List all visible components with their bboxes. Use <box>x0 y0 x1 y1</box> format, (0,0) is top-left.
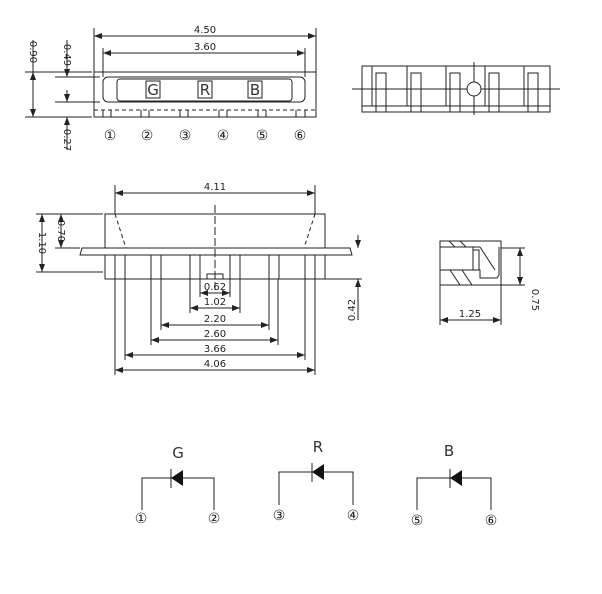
diode-label-r: R <box>313 438 323 456</box>
dim-3-60: 3.60 <box>194 42 216 53</box>
pin-3-label: ③ <box>179 128 192 144</box>
dim-2-20: 2.20 <box>204 314 226 325</box>
dim-0-49: 0.49 <box>61 44 72 66</box>
diode-label-g: G <box>172 444 184 462</box>
dim-4-50: 4.50 <box>194 25 216 36</box>
pin-5-label: ⑤ <box>256 128 269 144</box>
schematic-r: R ③ ④ <box>273 438 360 524</box>
pin-2-label: ② <box>141 128 154 144</box>
dim-1-02: 1.02 <box>204 297 226 308</box>
dim-0-90: 0.90 <box>27 41 38 63</box>
dim-0-70: 0.70 <box>55 220 66 242</box>
dim-4-11: 4.11 <box>204 182 226 193</box>
bottom-view <box>352 62 560 115</box>
letter-g: G <box>147 81 159 99</box>
dim-0-75: 0.75 <box>529 289 540 311</box>
dim-1-25: 1.25 <box>459 309 481 320</box>
letter-r: R <box>200 81 210 99</box>
pin-1-label: ① <box>104 128 117 144</box>
dim-0-62: 0.62 <box>204 282 226 293</box>
pin-6-label: ⑥ <box>485 513 498 529</box>
pin-4-label: ④ <box>347 508 360 524</box>
dim-1-10: 1.10 <box>36 232 47 254</box>
front-view: 4.11 1.10 0.70 0.42 0.62 1.02 2.20 2.60 … <box>36 182 362 375</box>
pin-1-label: ① <box>135 511 148 527</box>
pin-3-label: ③ <box>273 508 286 524</box>
schematic-g: G ① ② <box>135 444 221 527</box>
top-view: G R B 4.50 3.60 0.90 0.49 0.27 ① ② ③ ④ ⑤… <box>25 25 317 151</box>
diode-icon <box>450 470 462 486</box>
diode-label-b: B <box>444 442 454 460</box>
dim-2-60: 2.60 <box>204 329 226 340</box>
pin-2-label: ② <box>208 511 221 527</box>
pin-4-label: ④ <box>217 128 230 144</box>
dim-3-66: 3.66 <box>204 344 226 355</box>
diode-icon <box>312 464 324 480</box>
dim-0-27: 0.27 <box>61 129 72 151</box>
diode-icon <box>171 470 183 486</box>
schematic-b: B ⑤ ⑥ <box>411 442 498 529</box>
letter-b: B <box>250 81 260 99</box>
dim-4-06: 4.06 <box>204 359 226 370</box>
side-view: 1.25 0.75 <box>439 240 540 325</box>
pin-5-label: ⑤ <box>411 513 424 529</box>
dim-0-42: 0.42 <box>347 299 358 321</box>
pin-6-label: ⑥ <box>294 128 307 144</box>
